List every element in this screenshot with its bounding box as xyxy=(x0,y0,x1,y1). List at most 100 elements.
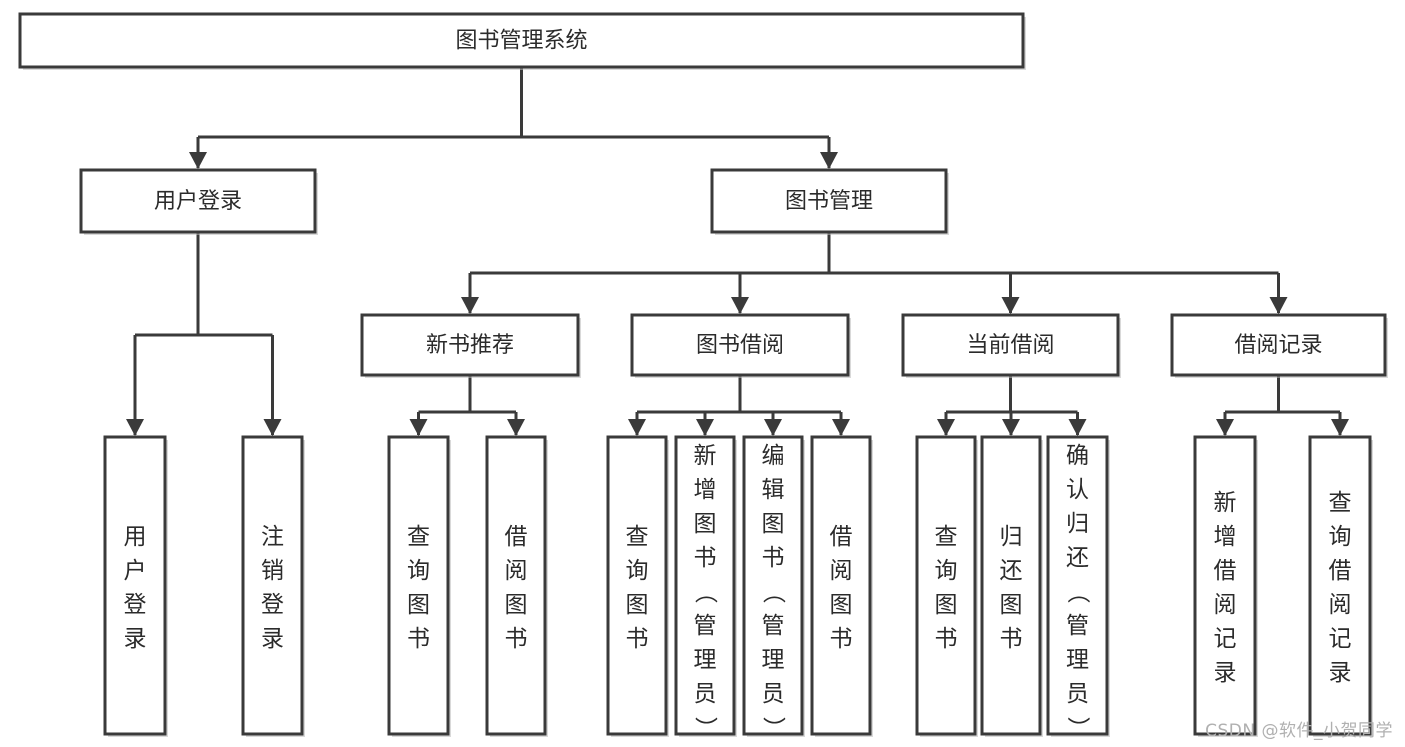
node-rect[interactable] xyxy=(103,435,167,736)
node-rect[interactable] xyxy=(241,435,304,736)
node-book-manage[interactable]: 图书管理 xyxy=(710,168,949,235)
node-label-char: 新 xyxy=(1214,490,1237,516)
node-label-char: 图 xyxy=(830,592,853,618)
node-label-char: 书 xyxy=(626,626,649,652)
node-label-char: 员 xyxy=(762,681,785,707)
node-label-char: ） xyxy=(692,717,718,740)
node-rect[interactable] xyxy=(630,313,850,377)
connector-arrowhead xyxy=(937,419,955,436)
node-leaf-user-login[interactable]: 用户登录 xyxy=(103,435,168,737)
node-label-char: ） xyxy=(1065,717,1091,740)
node-label-char: 员 xyxy=(694,681,717,707)
node-rect[interactable] xyxy=(810,435,872,736)
connector-arrowhead xyxy=(832,419,850,436)
connector-arrowhead xyxy=(764,419,782,436)
node-label-char: 阅 xyxy=(1214,592,1237,618)
node-label-char: 图 xyxy=(1000,592,1023,618)
node-label-char: 图 xyxy=(694,511,717,537)
node-label: 新书推荐 xyxy=(426,333,514,358)
node-rect[interactable] xyxy=(742,435,804,736)
node-root-图书管理系统[interactable]: 图书管理系统 xyxy=(18,12,1026,70)
node-label-char: 询 xyxy=(407,558,430,584)
node-label-char: 还 xyxy=(1000,558,1023,584)
node-label: 当前借阅 xyxy=(966,333,1054,358)
node-label-char: 登 xyxy=(124,592,147,618)
node-label-char: 还 xyxy=(1066,545,1089,571)
node-rect[interactable] xyxy=(1170,313,1387,377)
node-rect[interactable] xyxy=(360,313,580,377)
node-rect[interactable] xyxy=(79,168,317,234)
node-label: 借阅记录 xyxy=(1234,333,1322,358)
node-rect[interactable] xyxy=(915,435,977,736)
node-label-char: 登 xyxy=(261,592,284,618)
node-label-char: 借 xyxy=(1214,558,1237,584)
node-rect[interactable] xyxy=(674,435,736,736)
node-label-char: 理 xyxy=(694,647,717,673)
node-label-char: 查 xyxy=(626,524,649,550)
node-label-char: 认 xyxy=(1066,477,1089,503)
node-label-char: 管 xyxy=(1066,613,1089,639)
node-label-char: 借 xyxy=(505,524,528,550)
connector-arrowhead xyxy=(696,419,714,436)
node-label-char: 借 xyxy=(1329,558,1352,584)
node-rect[interactable] xyxy=(1046,435,1109,736)
node-label-char: 录 xyxy=(124,626,147,652)
node-label-char: 询 xyxy=(935,558,958,584)
connector-arrowhead xyxy=(126,419,144,436)
node-rect[interactable] xyxy=(485,435,547,736)
node-label-char: （ xyxy=(760,581,786,604)
connector-arrowhead xyxy=(628,419,646,436)
node-rect[interactable] xyxy=(606,435,668,736)
node-label-char: 户 xyxy=(124,558,147,584)
node-rect[interactable] xyxy=(18,12,1025,69)
node-rect[interactable] xyxy=(901,313,1120,377)
node-label-char: 确 xyxy=(1066,443,1089,469)
node-label-char: 新 xyxy=(694,443,717,469)
node-label-char: 图 xyxy=(505,592,528,618)
node-label-char: 归 xyxy=(1066,511,1089,537)
node-new-book-rec[interactable]: 新书推荐 xyxy=(360,313,581,378)
connector-arrowhead xyxy=(731,297,749,314)
node-label-char: 查 xyxy=(407,524,430,550)
node-label-char: 书 xyxy=(694,545,717,571)
node-label-char: 录 xyxy=(261,626,284,652)
connector-arrowhead xyxy=(507,419,525,436)
node-label-char: 增 xyxy=(694,477,717,503)
node-label-char: 归 xyxy=(1000,524,1023,550)
node-user-login[interactable]: 用户登录 xyxy=(79,168,318,235)
node-label-char: 员 xyxy=(1066,681,1089,707)
connector-arrowhead xyxy=(1331,419,1349,436)
connector-arrowhead xyxy=(1216,419,1234,436)
node-label-char: 录 xyxy=(1214,660,1237,686)
node-label-char: 销 xyxy=(261,558,284,584)
node-label-char: 书 xyxy=(505,626,528,652)
node-rect[interactable] xyxy=(980,435,1042,736)
node-rect[interactable] xyxy=(387,435,450,736)
node-book-borrow[interactable]: 图书借阅 xyxy=(630,313,851,378)
node-rect[interactable] xyxy=(1193,435,1257,736)
node-borrow-record[interactable]: 借阅记录 xyxy=(1170,313,1388,378)
node-label-char: 图 xyxy=(626,592,649,618)
node-current-borrow[interactable]: 当前借阅 xyxy=(901,313,1121,378)
node-rect[interactable] xyxy=(1308,435,1372,736)
node-label-char: 图 xyxy=(762,511,785,537)
node-label-char: 书 xyxy=(1000,626,1023,652)
node-label-char: 询 xyxy=(1329,524,1352,550)
node-rect[interactable] xyxy=(710,168,948,234)
node-label-char: 增 xyxy=(1214,524,1237,550)
